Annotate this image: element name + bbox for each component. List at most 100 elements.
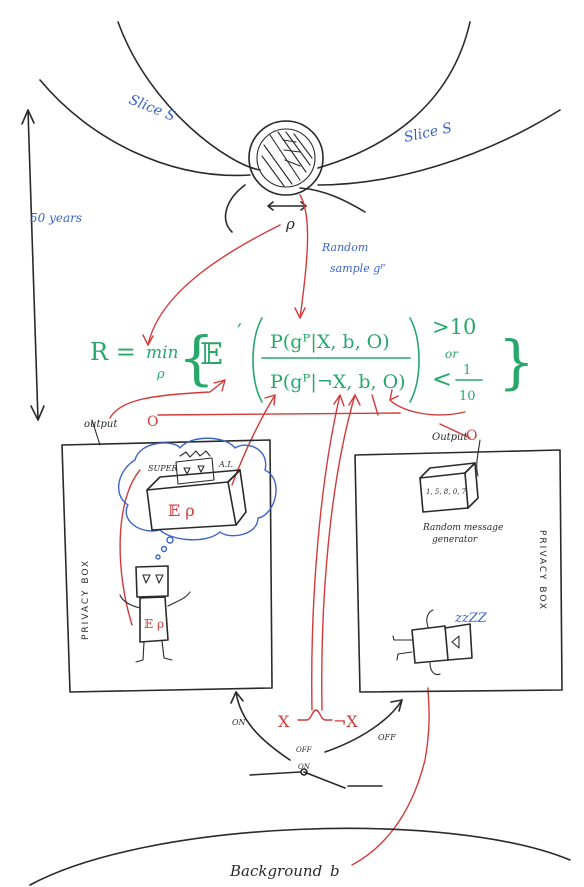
years-arrow-shaft	[27, 109, 39, 421]
switch-lever	[303, 771, 346, 789]
thought-bubble-1	[166, 536, 174, 544]
formula-denominator: P(gᴾ|¬X, b, O)	[270, 371, 406, 393]
super-ai-box-side	[227, 469, 247, 526]
formula: R = min ρ { 𝔼 ′ P(gᴾ|X, b, O) P(gᴾ|¬X, b…	[90, 315, 535, 404]
switch-pivot	[300, 768, 308, 776]
arrow-sample-head	[294, 307, 306, 319]
super-ai-eyes	[183, 465, 205, 475]
arrow-rho-to-min-head	[142, 334, 154, 346]
output-wire-right	[476, 439, 481, 477]
formula-gt: >10	[432, 315, 476, 339]
x-label: X	[278, 712, 290, 731]
arrow-output-o-connect	[371, 394, 379, 416]
switch-on-left-label: ON	[232, 718, 247, 727]
robot-sleeping-arms	[426, 609, 441, 676]
years-arrow-head-top	[21, 109, 35, 125]
years-label: 50 years	[30, 211, 82, 225]
formula-frac-den: 10	[459, 389, 476, 404]
privacy-box-left-frame	[61, 439, 273, 693]
message-generator-label-1: Random message	[422, 523, 503, 533]
slice-arc-right-outer	[317, 21, 471, 169]
magnifier-inner-circle	[256, 128, 316, 188]
rho-label: ρ	[285, 215, 295, 233]
switch-off-label: OFF	[296, 746, 313, 754]
message-generator-label-2: generator	[432, 535, 478, 545]
random-sample-label-2: sample gᴾ	[330, 262, 385, 275]
switch-off-right-label: OFF	[378, 733, 396, 742]
privacy-box-left	[61, 419, 273, 693]
robot-sleeping-body	[411, 625, 449, 664]
thought-bubbles	[155, 536, 174, 560]
formula-min: min	[146, 343, 179, 363]
privacy-box-right-label: PRIVACY BOX	[537, 530, 547, 611]
red-arrows	[109, 194, 471, 866]
formula-lhs: R =	[90, 338, 136, 366]
arrow-robot-to-cloud	[119, 469, 141, 626]
years-arrow	[21, 109, 45, 421]
robot-awake-legs	[135, 640, 173, 663]
output-line-left	[157, 412, 401, 416]
robot-sleeping-head	[444, 623, 473, 661]
super-ai-box-top	[146, 469, 241, 491]
super-label: SUPER	[148, 464, 177, 473]
arrow-output-head	[213, 379, 226, 392]
slice-arc-right-tail	[299, 187, 366, 213]
background-arc	[29, 827, 571, 886]
arrow-x-up-head	[333, 394, 345, 407]
formula-paren-right	[409, 317, 420, 403]
output-label-left: output	[84, 419, 118, 430]
output-symbol-left: O	[147, 414, 158, 430]
magnifier-outer-circle	[248, 120, 324, 196]
thought-bubble-2	[160, 545, 168, 553]
arrow-sample-to-numerator	[299, 194, 309, 319]
message-generator	[419, 462, 479, 513]
slice-arc-left-inner	[39, 79, 251, 177]
privacy-box-right-frame	[354, 449, 563, 693]
message-generator-numbers: 1, 5, 8, 0, 7	[426, 488, 467, 496]
formula-paren-left	[252, 317, 263, 403]
not-x-label: ¬X	[333, 712, 358, 731]
formula-brace-right: }	[498, 328, 535, 396]
switch-on-label: ON	[298, 763, 311, 771]
formula-prime: ′	[237, 321, 242, 346]
super-ai-head	[175, 457, 215, 485]
output-wire-left	[91, 419, 101, 446]
magnifier-arrows	[282, 139, 301, 167]
random-sample-label: Random	[321, 241, 368, 254]
ai-label: A.I.	[218, 460, 233, 469]
thought-cloud	[118, 437, 277, 541]
robot-awake-e-rho: 𝔼 ρ	[144, 617, 164, 631]
output-label-right: Output	[432, 432, 468, 443]
output-right-link	[439, 423, 471, 439]
arrow-output-right	[389, 399, 466, 416]
message-generator-side	[464, 462, 479, 509]
background-label: Background	[229, 862, 322, 880]
switch-assembly	[230, 691, 403, 789]
arrow-rho-to-min	[147, 224, 281, 346]
arrow-output-to-expectation	[109, 379, 226, 419]
super-ai-crown	[179, 450, 211, 458]
robot-awake-arms	[119, 591, 191, 609]
robot-awake-head	[135, 565, 169, 598]
formula-frac-num: 1	[463, 363, 471, 378]
switch-wire-left	[235, 691, 291, 761]
rho-double-arrow	[267, 201, 307, 211]
robot-sleeping-legs	[392, 635, 413, 661]
arrow-x-up	[311, 394, 341, 711]
robot-awake	[119, 565, 191, 663]
slice-arcs	[39, 21, 561, 233]
output-symbol-right: O	[466, 428, 477, 444]
slice-arc-left-outer	[117, 21, 261, 171]
background-b-label: b	[330, 862, 340, 880]
formula-lt: <	[432, 365, 452, 393]
slice-label-left: Slice S	[127, 92, 178, 125]
formula-min-sub: ρ	[156, 367, 165, 382]
switch-wire-left-head	[230, 691, 244, 704]
arrow-notx-up	[321, 394, 356, 711]
arrow-background-up	[351, 687, 430, 866]
formula-brace-left: {	[178, 324, 215, 392]
formula-numerator: P(gᴾ|X, b, O)	[270, 331, 390, 353]
privacy-box-left-label: PRIVACY BOX	[81, 559, 91, 640]
